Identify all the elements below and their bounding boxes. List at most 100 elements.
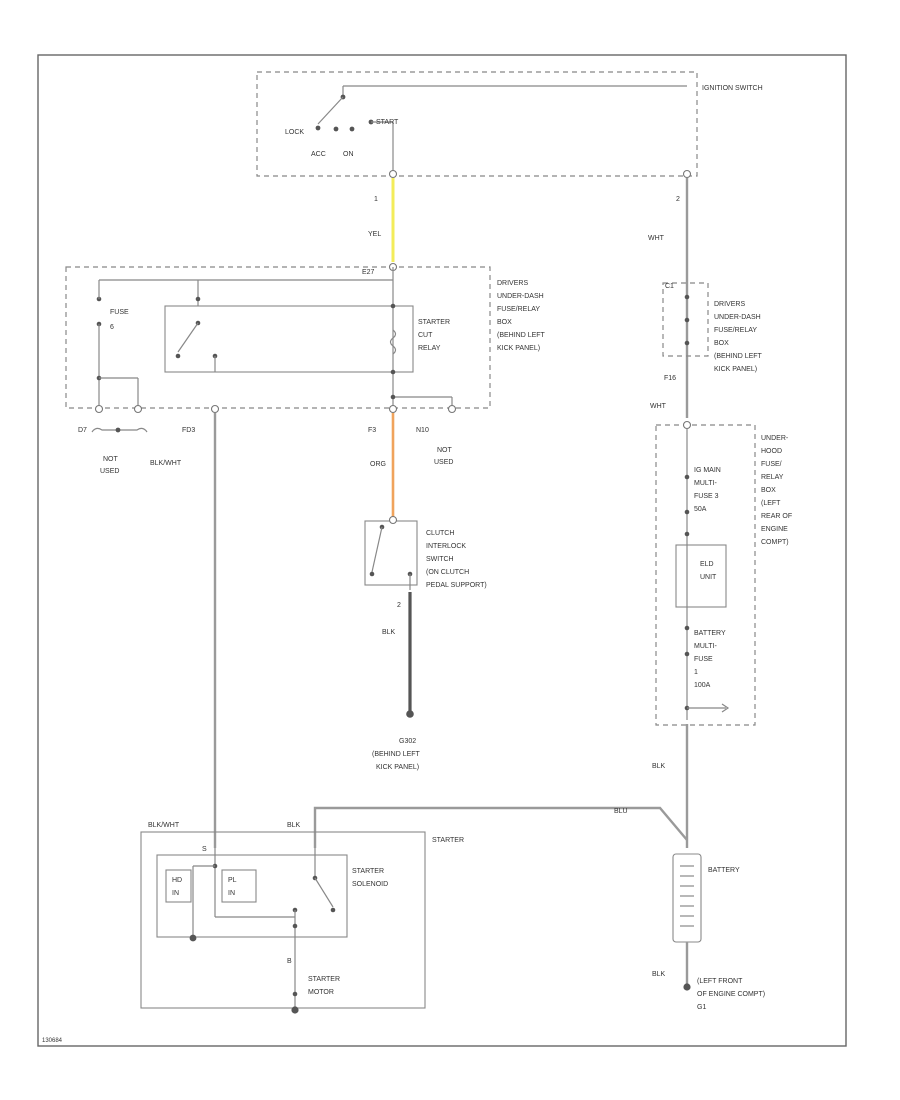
dash-fuse-relay-box: E27 FUSE 6 STARTER CUT RELAY	[65, 262, 546, 414]
ig-fuse-4: 50A	[694, 506, 707, 513]
ig-fuse-2: MULTI-	[694, 480, 717, 487]
dash-box-label-5: (BEHIND LEFT	[497, 332, 546, 339]
wire-label-blk-clutch: BLK	[382, 629, 396, 636]
wire-label-blk-starter: BLK	[287, 822, 301, 829]
clutch-label-3: SWITCH	[426, 556, 454, 563]
hold-in-2: IN	[172, 890, 179, 897]
dash-right-pin-bottom: F16	[664, 375, 676, 382]
wire-label-wht-mid: WHT	[650, 403, 667, 410]
hood-label-2: HOOD	[761, 448, 782, 455]
hood-label-7: REAR OF	[761, 513, 792, 520]
batt-fuse-5: 100A	[694, 682, 711, 689]
hood-label-3: FUSE/	[761, 461, 782, 468]
batt-fuse-3: FUSE	[694, 656, 713, 663]
eld-unit	[675, 544, 727, 608]
ground-g302-loc-2: KICK PANEL)	[376, 764, 419, 771]
dash-box-label-2: UNDER-DASH	[497, 293, 544, 300]
under-hood-fuse-relay-box: IG MAIN MULTI- FUSE 3 50A ELD UNIT BATTE…	[655, 420, 792, 726]
ignition-term-2: 2	[676, 196, 680, 203]
eld-label-2: UNIT	[700, 574, 717, 581]
wire-label-yel: YEL	[368, 231, 381, 238]
wire-label-blk-wht-starter: BLK/WHT	[148, 822, 180, 829]
wire-label-blu: BLU	[614, 808, 628, 815]
dash-right-label-4: BOX	[714, 340, 729, 347]
solenoid-label-1: STARTER	[352, 868, 384, 875]
wire-label-blk-right: BLK	[652, 763, 666, 770]
batt-fuse-2: MULTI-	[694, 643, 717, 650]
relay-line-1: STARTER	[418, 319, 450, 326]
fuse-number: 6	[110, 324, 114, 331]
hood-label-8: ENGINE	[761, 526, 788, 533]
ignition-pos-lock: LOCK	[285, 129, 304, 136]
starter-label: STARTER	[432, 837, 464, 844]
blu-wht-cable	[313, 806, 688, 848]
ground-g302-id: G302	[399, 738, 416, 745]
clutch-label-4: (ON CLUTCH	[426, 569, 469, 576]
dash-right-label-5: (BEHIND LEFT	[714, 353, 763, 360]
clutch-interlock-switch: CLUTCH INTERLOCK SWITCH (ON CLUTCH PEDAL…	[364, 515, 487, 609]
ignition-switch: LOCK ACC ON START IGNITION SWITCH 1 2	[256, 71, 763, 203]
hood-label-5: BOX	[761, 487, 776, 494]
hood-label-6: (LEFT	[761, 500, 781, 507]
starter-term-s: S	[202, 846, 207, 853]
eld-label-1: ELD	[700, 561, 714, 568]
not-used-left-1: NOT	[103, 456, 119, 463]
dash-right-label-2: UNDER-DASH	[714, 314, 761, 321]
not-used-left-2: USED	[100, 468, 119, 475]
dash-fuse-relay-box-right: C1 F16 DRIVERS UNDER-DASH FUSE/RELAY BOX…	[662, 282, 763, 382]
starter-term-b: B	[287, 958, 292, 965]
starter-solenoid	[156, 854, 348, 938]
dash-right-label-1: DRIVERS	[714, 301, 745, 308]
ignition-term-1: 1	[374, 196, 378, 203]
starter-cut-relay	[164, 305, 414, 373]
not-used-right-2: USED	[434, 459, 453, 466]
ignition-switch-label: IGNITION SWITCH	[702, 85, 763, 92]
battery-ground-id: G1	[697, 1004, 706, 1011]
battery-label: BATTERY	[708, 867, 740, 874]
ground-g302	[406, 710, 414, 718]
solenoid-label-2: SOLENOID	[352, 881, 388, 888]
ig-fuse-1: IG MAIN	[694, 467, 721, 474]
starter-motor-2: MOTOR	[308, 989, 334, 996]
ignition-pos-on: ON	[343, 151, 354, 158]
battery-ground-loc-1: (LEFT FRONT	[697, 978, 743, 985]
diagram-frame	[37, 54, 847, 1047]
dash-box-label-6: KICK PANEL)	[497, 345, 540, 352]
battery: BATTERY BLK (LEFT FRONT OF ENGINE COMPT)…	[652, 853, 765, 1011]
pin-fd3: FD3	[182, 427, 195, 434]
hold-in-1: HD	[172, 877, 182, 884]
clutch-pin-2: 2	[397, 602, 401, 609]
dash-right-label-6: KICK PANEL)	[714, 366, 757, 373]
wire-label-wht-top: WHT	[648, 235, 665, 242]
pull-in-coil	[221, 869, 257, 903]
ignition-pos-start: START	[376, 119, 399, 126]
battery-ground-loc-2: OF ENGINE COMPT)	[697, 991, 765, 998]
not-used-right-1: NOT	[437, 447, 453, 454]
pin-f3: F3	[368, 427, 376, 434]
dash-right-label-3: FUSE/RELAY	[714, 327, 757, 334]
wire-label-blk-wht-left: BLK/WHT	[150, 460, 182, 467]
ig-fuse-3: FUSE 3	[694, 493, 719, 500]
hood-label-4: RELAY	[761, 474, 784, 481]
pull-in-2: IN	[228, 890, 235, 897]
hood-label-1: UNDER-	[761, 435, 789, 442]
dash-box-label-1: DRIVERS	[497, 280, 528, 287]
clutch-label-5: PEDAL SUPPORT)	[426, 582, 487, 589]
hood-label-9: COMPT)	[761, 539, 789, 546]
clutch-label-2: INTERLOCK	[426, 543, 466, 550]
pin-d7: D7	[78, 427, 87, 434]
figure-id: 130684	[42, 1038, 63, 1044]
dash-box-label-3: FUSE/RELAY	[497, 306, 540, 313]
pin-n10: N10	[416, 427, 429, 434]
relay-line-3: RELAY	[418, 345, 441, 352]
batt-fuse-4: 1	[694, 669, 698, 676]
starter-motor-1: STARTER	[308, 976, 340, 983]
fuse-name: FUSE	[110, 309, 129, 316]
wire-label-org: ORG	[370, 461, 386, 468]
starter: STARTER BLK/WHT BLK STARTER SOLENOID S H…	[140, 822, 464, 1014]
dash-right-pin-top: C1	[665, 283, 674, 290]
dash-box-label-4: BOX	[497, 319, 512, 326]
batt-fuse-1: BATTERY	[694, 630, 726, 637]
pull-in-1: PL	[228, 877, 237, 884]
relay-line-2: CUT	[418, 332, 433, 339]
